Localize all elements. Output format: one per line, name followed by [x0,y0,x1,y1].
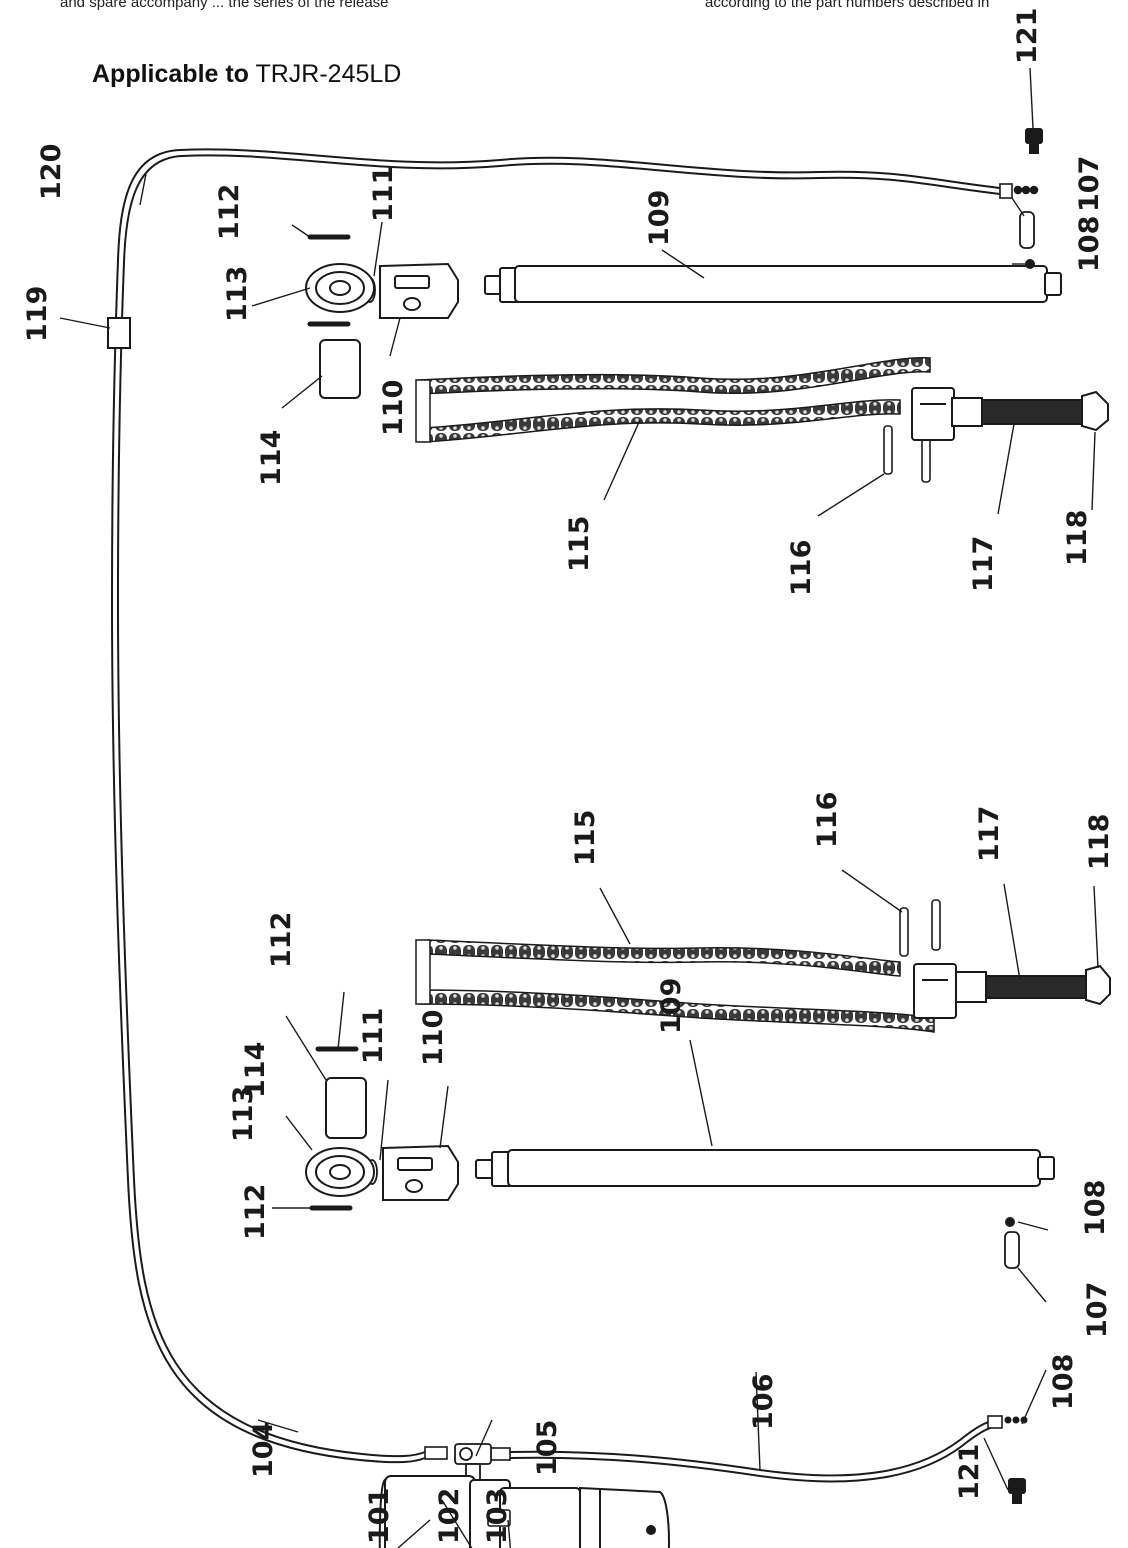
callout-121-upper: 121 [1012,8,1043,64]
callout-108-lower-a: 108 [1080,1180,1111,1236]
pulley-113-upper [305,263,375,313]
callout-120: 120 [36,144,67,200]
callout-107-lower: 107 [1082,1282,1113,1338]
callout-108-lower-b: 108 [1048,1354,1079,1410]
title-label: Applicable to [92,60,249,88]
pump-clamp-102 [487,1509,511,1527]
callout-labels: 121 120 119 112 111 113 110 114 109 107 … [22,8,1115,1544]
callout-111-upper: 111 [368,166,399,222]
callout-118-upper: 118 [1062,510,1093,566]
anchor-rod-117-lower [913,963,1087,1019]
callout-112-upper: 112 [214,184,245,240]
callout-107-upper: 107 [1074,156,1105,212]
callout-105: 105 [532,1420,563,1476]
shaft-114-upper [319,339,361,399]
cylinder-109-upper [484,265,1062,303]
chain-115-lower [415,939,935,1033]
pin-112-upper [307,234,351,327]
chain-pin-116-upper [883,425,931,483]
callout-114-lower: 114 [240,1042,271,1098]
hose-fitting-104 [424,1446,448,1460]
leader-lines [59,67,1099,1548]
washer-108-upper [1025,259,1035,269]
callout-117-lower: 117 [974,806,1005,862]
nut-118-upper [1081,390,1109,432]
bracket-110-lower [382,1144,459,1201]
pin-107-lower [1004,1231,1020,1269]
callout-101: 101 [364,1488,395,1544]
callout-106: 106 [748,1374,779,1430]
callout-102: 102 [434,1488,465,1544]
callout-110-lower: 110 [418,1010,449,1066]
page-title: Applicable to TRJR-245LD [92,60,401,89]
top-text-left: and spare accompany ... the series of th… [60,0,389,11]
screw-121-upper [1025,128,1043,154]
washer-108-lower-a [1005,1217,1015,1227]
callout-116-lower: 116 [812,792,843,848]
callout-104: 104 [248,1422,279,1478]
callout-109-upper: 109 [644,190,675,246]
callout-119: 119 [22,286,53,342]
callout-108-upper: 108 [1074,216,1105,272]
callout-118-lower: 118 [1084,814,1115,870]
callout-115-upper: 115 [564,516,595,572]
bracket-110-upper [379,262,459,319]
cylinder-109-lower [475,1149,1055,1187]
callout-113-lower: 113 [228,1086,259,1142]
callout-114-upper: 114 [256,430,287,486]
callout-121-lower: 121 [954,1444,985,1500]
callout-110-upper: 110 [378,380,409,436]
callout-111-lower: 111 [358,1008,389,1064]
pin-107-upper [1019,211,1035,249]
callout-112-lower: 112 [240,1184,271,1240]
callout-115-lower: 115 [570,810,601,866]
hose-106 [509,1419,1001,1483]
callout-116-upper: 116 [786,540,817,596]
chain-pin-116-lower [899,899,941,957]
chain-115-upper [415,357,931,443]
callout-103: 103 [482,1488,513,1544]
shaft-114-lower [325,1077,367,1139]
top-text-right: according to the part numbers described … [705,0,990,11]
hose-fitting-106 [487,1415,1003,1461]
nut-118-lower [1085,964,1111,1006]
callout-113-upper: 113 [222,266,253,322]
pump-motor-101 [378,1475,670,1548]
pin-112-lower [309,1046,359,1211]
title-model: TRJR-245LD [255,60,402,88]
hose-120 [110,148,1001,1464]
pulley-113-lower [305,1147,375,1197]
hose-clip-119 [107,317,131,349]
hose-fitting-top [999,183,1039,199]
anchor-rod-117-upper [911,387,1083,441]
callout-112-middle: 112 [266,912,297,968]
callout-117-upper: 117 [968,536,999,592]
screw-121-lower [1008,1478,1026,1504]
callout-109-lower: 109 [656,978,687,1034]
